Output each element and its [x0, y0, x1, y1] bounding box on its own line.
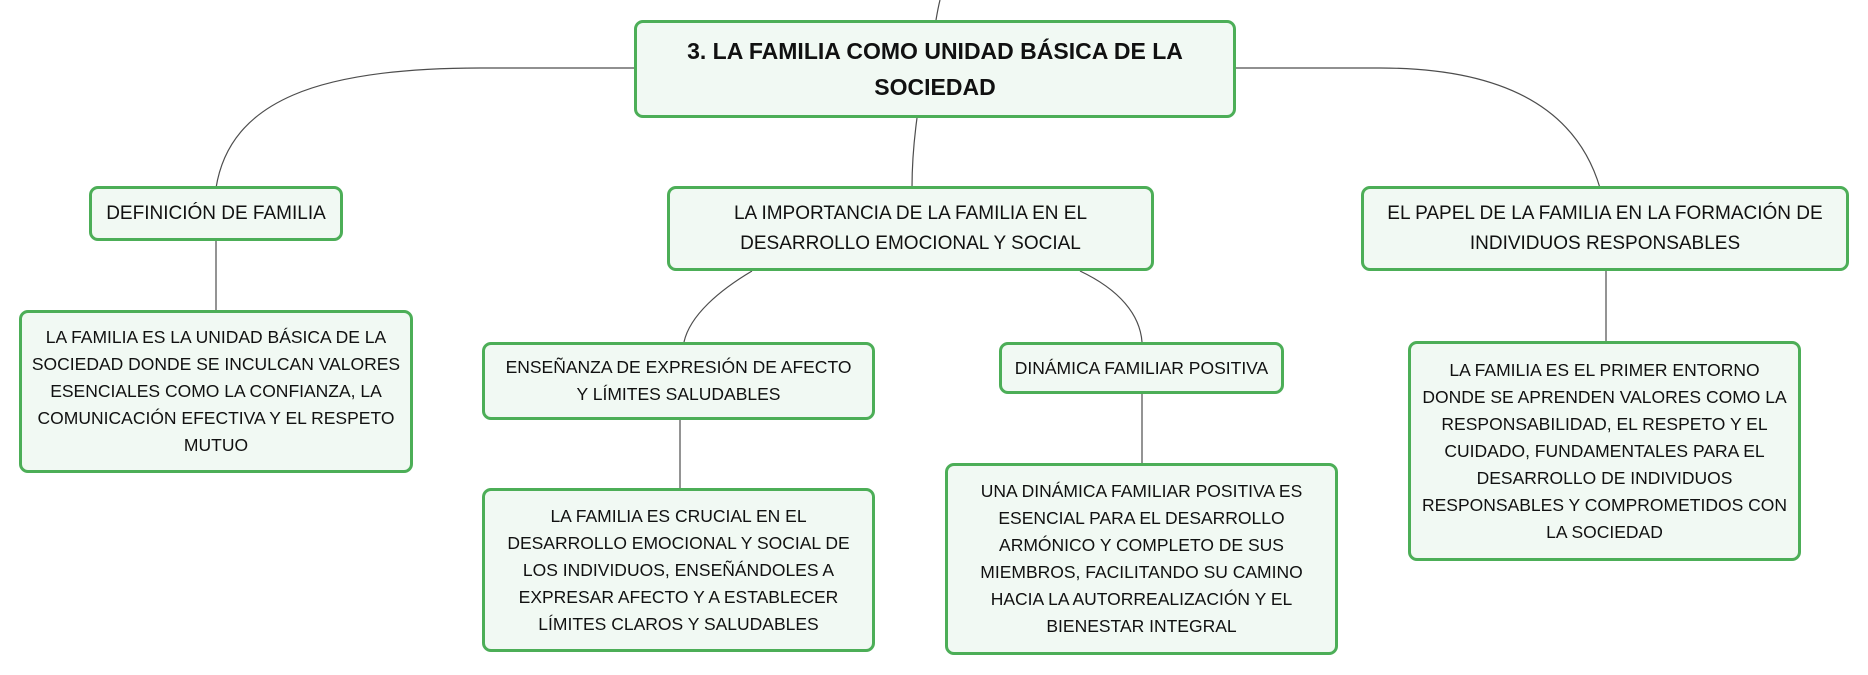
- branch-label-importancia: LA IMPORTANCIA DE LA FAMILIA EN EL DESAR…: [733, 202, 1088, 254]
- leaf-label-ensenanza: LA FAMILIA ES CRUCIAL EN EL DESARROLLO E…: [507, 505, 850, 634]
- branch-label-definicion: DEFINICIÓN DE FAMILIA: [106, 202, 326, 224]
- connector-importancia-to-dinamica: [1079, 270, 1143, 343]
- subtopic-node-dinamica[interactable]: DINÁMICA FAMILIAR POSITIVA: [999, 342, 1284, 394]
- branch-node-papel[interactable]: EL PAPEL DE LA FAMILIA EN LA FORMACIÓN D…: [1361, 186, 1849, 271]
- connector-root-to-papel: [1236, 67, 1601, 189]
- leaf-node-papel[interactable]: LA FAMILIA ES EL PRIMER ENTORNO DONDE SE…: [1408, 341, 1801, 561]
- branch-node-importancia[interactable]: LA IMPORTANCIA DE LA FAMILIA EN EL DESAR…: [667, 186, 1154, 271]
- leaf-label-papel: LA FAMILIA ES EL PRIMER ENTORNO DONDE SE…: [1422, 359, 1787, 542]
- subtopic-node-ensenanza[interactable]: ENSEÑANZA DE EXPRESIÓN DE AFECTO Y LÍMIT…: [482, 342, 875, 420]
- leaf-label-definicion: LA FAMILIA ES LA UNIDAD BÁSICA DE LA SOC…: [31, 327, 401, 455]
- root-topic-node[interactable]: 3. LA FAMILIA COMO UNIDAD BÁSICA DE LA S…: [634, 20, 1236, 118]
- branch-node-definicion[interactable]: DEFINICIÓN DE FAMILIA: [89, 186, 343, 241]
- subtopic-label-dinamica: DINÁMICA FAMILIAR POSITIVA: [1014, 357, 1269, 378]
- connector-root-to-definicion: [215, 67, 634, 189]
- subtopic-label-ensenanza: ENSEÑANZA DE EXPRESIÓN DE AFECTO Y LÍMIT…: [505, 357, 852, 404]
- leaf-label-dinamica: UNA DINÁMICA FAMILIAR POSITIVA ES ESENCI…: [980, 481, 1303, 636]
- leaf-node-ensenanza[interactable]: LA FAMILIA ES CRUCIAL EN EL DESARROLLO E…: [482, 488, 875, 652]
- connector-root-to-importancia: [911, 117, 918, 189]
- leaf-node-dinamica[interactable]: UNA DINÁMICA FAMILIAR POSITIVA ES ESENCI…: [945, 463, 1338, 655]
- leaf-node-definicion[interactable]: LA FAMILIA ES LA UNIDAD BÁSICA DE LA SOC…: [19, 310, 413, 473]
- connector-root-to-parent: [935, 0, 941, 21]
- connector-importancia-to-ensenanza: [683, 270, 753, 343]
- branch-label-papel: EL PAPEL DE LA FAMILIA EN LA FORMACIÓN D…: [1387, 202, 1823, 254]
- root-topic-label: 3. LA FAMILIA COMO UNIDAD BÁSICA DE LA S…: [687, 38, 1183, 100]
